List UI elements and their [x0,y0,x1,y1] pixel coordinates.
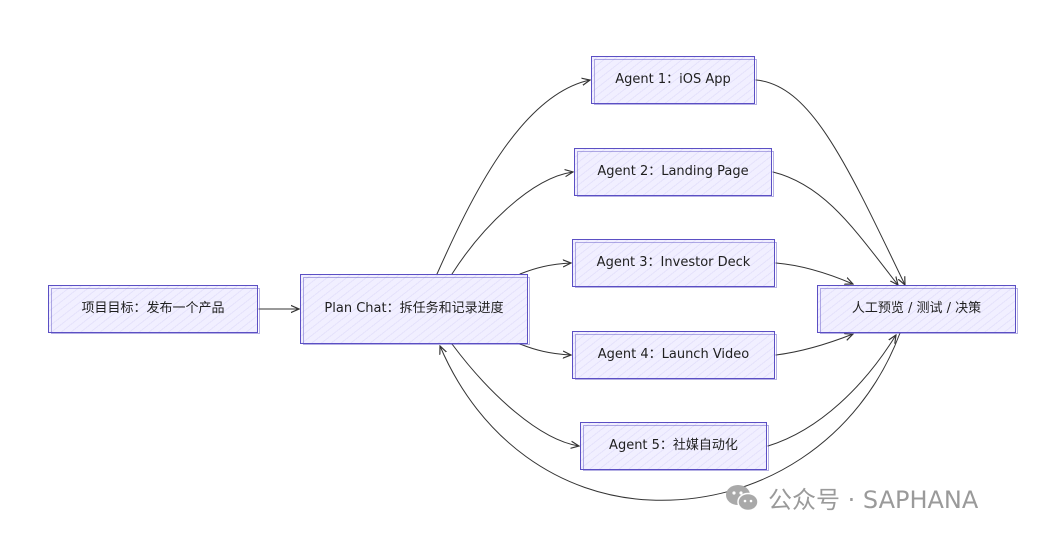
plan-chat-node-label: Plan Chat：拆任务和记录进度 [324,300,504,316]
agent2-node: Agent 2：Landing Page [574,148,774,197]
edge-agent5-review [767,335,896,447]
edge-plan-agent1 [436,80,590,275]
agent3-node-label: Agent 3：Investor Deck [596,254,751,270]
edge-agent4-review [775,334,853,356]
agent1-node-label: Agent 1：iOS App [615,71,731,87]
watermark-text: 公众号 · SAPHANA [768,486,979,514]
agent2-node-label: Agent 2：Landing Page [597,163,749,179]
wechat-icon [726,484,759,511]
edge-plan-agent4 [519,343,571,355]
edge-agent2-review [772,171,898,285]
agent5-node: Agent 5：社媒自动化 [580,422,769,471]
edge-plan-agent3 [519,263,571,275]
goal-node: 项目目标：发布一个产品 [48,285,260,334]
agent3-node: Agent 3：Investor Deck [572,239,777,288]
agent5-node-label: Agent 5：社媒自动化 [609,437,738,453]
goal-node-label: 项目目标：发布一个产品 [81,300,225,316]
agent1-node: Agent 1：iOS App [591,56,757,105]
review-node-label: 人工预览 / 测试 / 决策 [851,300,982,316]
plan-chat-node: Plan Chat：拆任务和记录进度 [300,274,530,345]
edge-review-plan [440,332,901,501]
agent4-node: Agent 4：Launch Video [572,331,777,380]
edge-plan-agent2 [451,172,573,275]
edge-agent1-review [755,79,905,285]
edge-agent3-review [775,262,853,284]
edge-plan-agent5 [451,343,579,446]
agent4-node-label: Agent 4：Launch Video [597,346,750,362]
watermark: 公众号 · SAPHANA [724,480,978,515]
review-node: 人工预览 / 测试 / 决策 [817,285,1018,334]
